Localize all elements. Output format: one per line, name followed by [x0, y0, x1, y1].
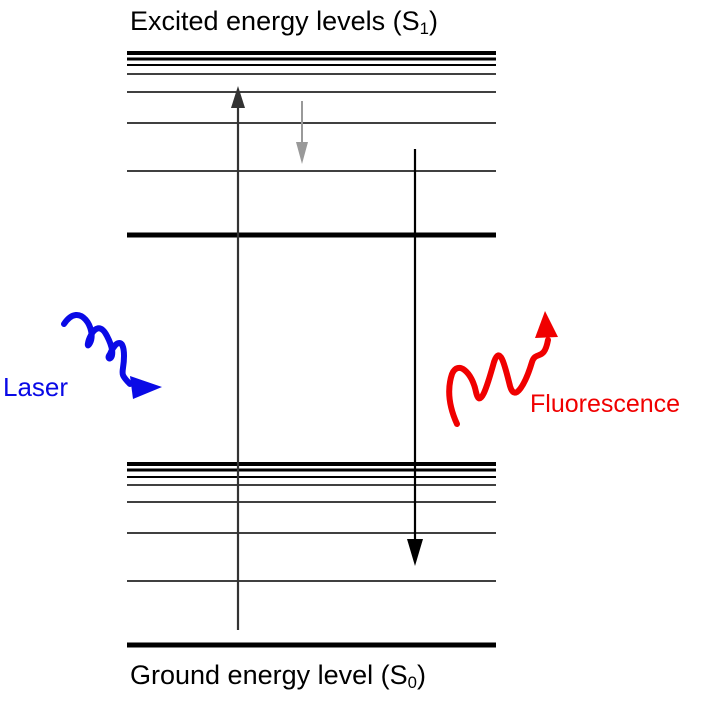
laser-wave-icon	[61, 312, 162, 399]
ground-level-title: Ground energy level (S0)	[130, 660, 426, 693]
relaxation-arrow	[296, 101, 308, 164]
ground-levels	[127, 462, 496, 648]
excited-levels-title: Excited energy levels (S1)	[130, 6, 438, 39]
fluorescence-wave-icon	[446, 311, 558, 427]
emission-arrow	[407, 149, 423, 566]
absorption-arrow	[231, 86, 245, 630]
laser-label: Laser	[3, 372, 69, 402]
excited-levels	[127, 51, 496, 238]
fluorescence-label: Fluorescence	[530, 390, 681, 418]
